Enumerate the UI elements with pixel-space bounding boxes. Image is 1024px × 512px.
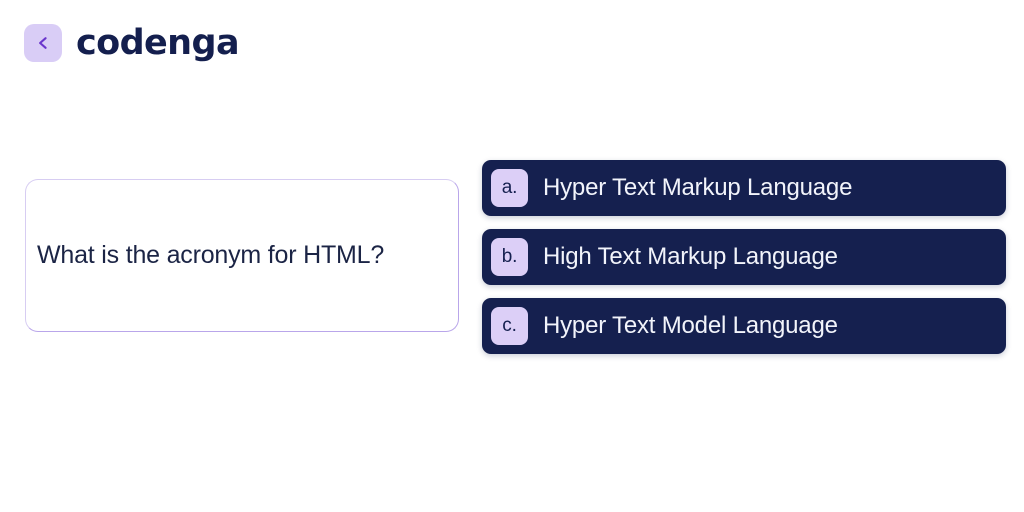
option-key-b: b. <box>491 238 528 276</box>
answer-options-list: a. Hyper Text Markup Language b. High Te… <box>482 160 1006 354</box>
brand-logo[interactable]: codenga <box>24 22 240 63</box>
option-label-a: Hyper Text Markup Language <box>543 174 853 201</box>
answer-option-c[interactable]: c. Hyper Text Model Language <box>482 298 1006 354</box>
option-key-c: c. <box>491 307 528 345</box>
question-text: What is the acronym for HTML? <box>37 240 385 269</box>
option-key-a: a. <box>491 169 528 207</box>
option-label-c: Hyper Text Model Language <box>543 312 838 339</box>
brand-name: codenga <box>76 22 240 63</box>
answer-option-a[interactable]: a. Hyper Text Markup Language <box>482 160 1006 216</box>
question-card: What is the acronym for HTML? <box>25 179 459 332</box>
answer-option-b[interactable]: b. High Text Markup Language <box>482 229 1006 285</box>
option-label-b: High Text Markup Language <box>543 243 838 270</box>
chevron-left-icon <box>24 24 62 62</box>
